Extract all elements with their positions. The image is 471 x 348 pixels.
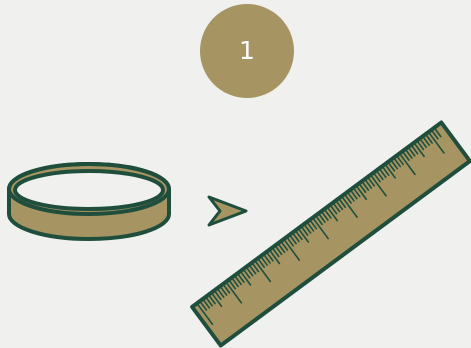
arrow-right-icon [209, 197, 246, 225]
ruler-icon [192, 123, 470, 346]
elastic-band-icon [9, 164, 169, 239]
